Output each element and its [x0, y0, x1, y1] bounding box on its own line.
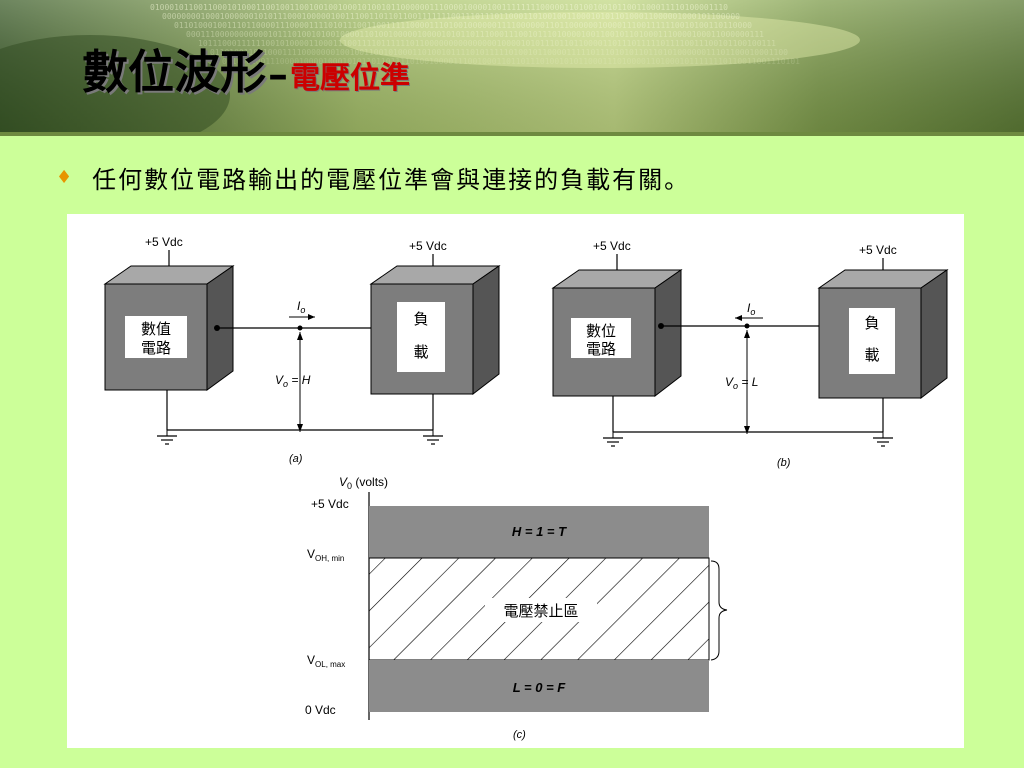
- current-arrow-left-icon: [735, 315, 742, 321]
- figure-diagram: +5 Vdc 數值 電路 +5 Vdc 負 載 Io: [103, 235, 949, 741]
- diagram-c: V0 (volts) H = 1 = T 電壓禁止區 L = 0 = F +5 …: [305, 475, 728, 741]
- svg-text:011010011001000111100000001001: 0110100110010001111000000010010011001010…: [210, 48, 788, 57]
- title-main: 數位波形: [82, 45, 266, 99]
- load-label-a-1: 負: [413, 310, 428, 328]
- axis-label-c: V0 (volts): [339, 475, 388, 491]
- high-band-label: H = 1 = T: [512, 524, 567, 539]
- range-brace: [710, 560, 728, 661]
- low-band: [369, 660, 709, 712]
- voltage-label-a: Vo = H: [275, 373, 311, 389]
- svg-text:000111000000000001011101001010: 0001110000000000010111010010100100001101…: [186, 30, 764, 39]
- high-band: [369, 506, 709, 558]
- banner-background: 0100010110011000101000110010011001001001…: [0, 0, 1024, 136]
- current-label-a: Io: [297, 299, 305, 315]
- circuit-label-b-2: 電路: [586, 340, 616, 358]
- supply-label-a-left: +5 Vdc: [145, 235, 183, 249]
- caption-a: (a): [289, 453, 303, 465]
- load-label-a-2: 載: [413, 343, 428, 361]
- ground-icon: [603, 432, 623, 447]
- svg-text:000000001000100000010101110001: 0000000010001000000101011100010000010011…: [162, 12, 740, 21]
- svg-text:011000100111000010000100010101: 0110001001110000100001000101011011011110…: [222, 57, 800, 66]
- voltage-label-b: Vo = L: [725, 375, 758, 391]
- level-bottom-label: 0 Vdc: [305, 703, 336, 717]
- circuit-label-box-b: [571, 318, 631, 358]
- current-arrow-right-icon: [308, 314, 315, 320]
- forbidden-band-label: 電壓禁止區: [503, 602, 578, 620]
- supply-label-a-right: +5 Vdc: [409, 239, 447, 253]
- circuit-label-a-2: 電路: [141, 339, 171, 357]
- bullet-point: ♦ 任何數位電路輸出的電壓位準會與連接的負載有關。: [56, 160, 690, 195]
- slide-title: 數位波形 – 電壓位準: [82, 36, 410, 102]
- level-oh-label: VOH, min: [307, 547, 344, 563]
- caption-b: (b): [777, 457, 791, 469]
- svg-text:010001011001100010100011001001: 0100010110011000101000110010011001001001…: [150, 3, 728, 12]
- binary-pattern: 0100010110011000101000110010011001001001…: [150, 3, 800, 66]
- ground-icon: [423, 430, 443, 445]
- current-label-b: Io: [747, 301, 755, 317]
- circuit-label-box-a: [125, 316, 187, 358]
- diagram-a: +5 Vdc 數值 電路 +5 Vdc 負 載 Io: [103, 235, 501, 465]
- level-ol-label: VOL, max: [307, 653, 345, 669]
- header-banner: 0100010110011000101000110010011001001001…: [0, 0, 1024, 136]
- circuit-label-b-1: 數位: [586, 322, 616, 340]
- supply-label-b-left: +5 Vdc: [593, 239, 631, 253]
- load-label-box-a: [397, 302, 445, 372]
- diagram-b: +5 Vdc 數位 電路 +5 Vdc 負 載 Io: [551, 239, 949, 469]
- circuit-label-a-1: 數值: [141, 320, 171, 338]
- load-label-b-2: 載: [864, 346, 879, 364]
- level-top-label: +5 Vdc: [311, 497, 349, 511]
- supply-label-b-right: +5 Vdc: [859, 243, 897, 257]
- title-separator: –: [268, 51, 288, 98]
- bullet-text: 任何數位電路輸出的電壓位準會與連接的負載有關。: [92, 166, 691, 194]
- low-band-label: L = 0 = F: [513, 680, 567, 695]
- caption-c: (c): [513, 729, 526, 741]
- svg-text:011010001001110110000111000011: 0110100010011101100001110000111101011100…: [174, 21, 752, 30]
- load-label-box-b: [849, 308, 895, 374]
- svg-text:101110001111110010100001100011: 1011100011111100101000011000111001111011…: [198, 39, 776, 48]
- title-subtitle: 電壓位準: [290, 61, 410, 96]
- diamond-bullet-icon: ♦: [56, 167, 73, 188]
- ground-icon: [157, 430, 177, 445]
- load-label-b-1: 負: [864, 314, 879, 332]
- ground-icon: [873, 432, 893, 447]
- figure-panel: +5 Vdc 數值 電路 +5 Vdc 負 載 Io: [67, 214, 964, 748]
